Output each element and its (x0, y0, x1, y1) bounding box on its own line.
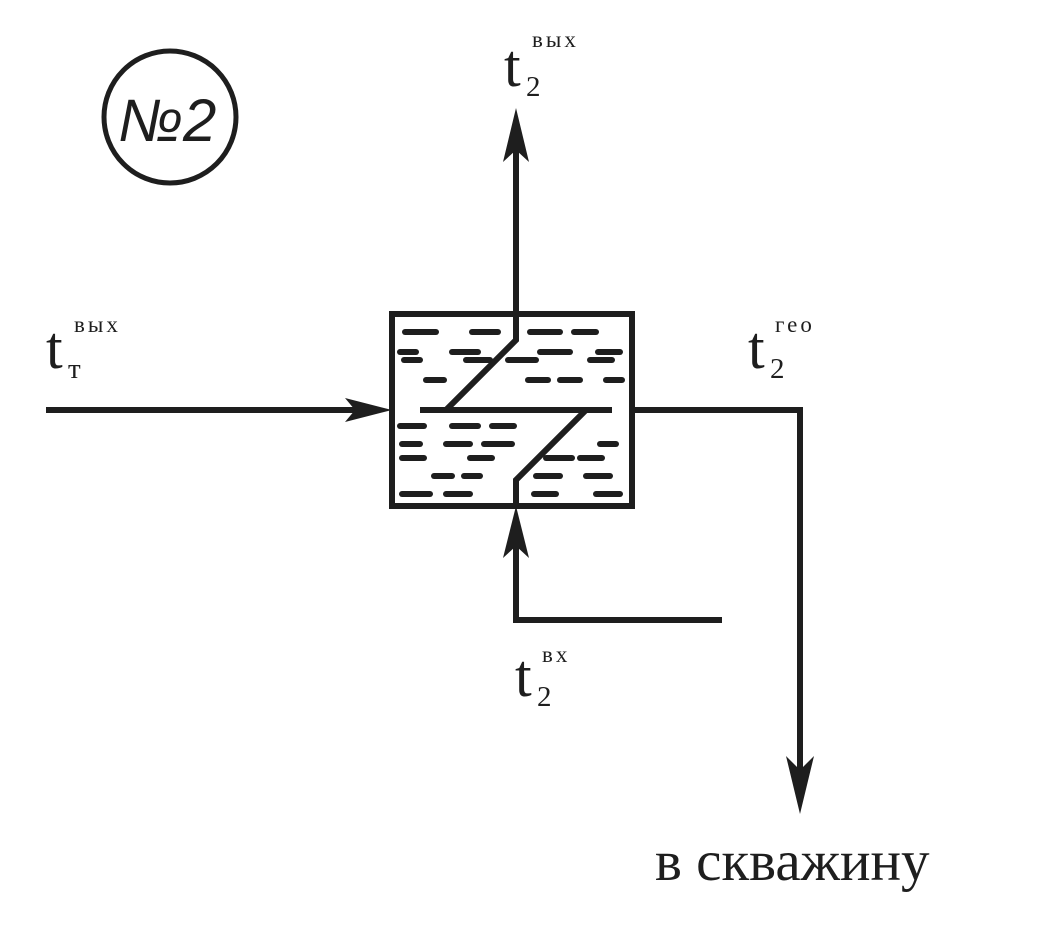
label-right: t 2 гео (748, 312, 815, 385)
scheme-number-badge: №2 (101, 48, 239, 186)
label-bottom-base: t (515, 643, 532, 709)
badge-label: №2 (118, 87, 216, 154)
liquid-fill-pattern (397, 329, 625, 497)
outlet-arrow-up (503, 108, 529, 162)
badge-circle (101, 48, 239, 186)
label-left-sup: вых (74, 312, 121, 337)
label-left-base: t (46, 315, 63, 381)
discharge-arrow-down (786, 756, 814, 814)
inlet-pipe-bottom (503, 506, 722, 623)
bottom-inlet-line (513, 520, 722, 623)
destination-note: в скважину (655, 830, 930, 893)
label-bottom-sup: вх (542, 642, 570, 667)
label-bottom-sub: 2 (537, 681, 552, 713)
discharge-line (632, 407, 803, 790)
label-right-base: t (748, 315, 765, 381)
label-top-base: t (504, 33, 521, 99)
label-top-sub: 2 (526, 71, 541, 103)
partition-upper (443, 316, 519, 413)
discharge-pipe-right (632, 407, 814, 814)
partition-lower (513, 407, 589, 504)
label-right-sup: гео (775, 312, 815, 337)
inlet-arrow-right (345, 398, 392, 422)
inlet-pipe-left (46, 398, 392, 422)
label-bottom: t 2 вх (515, 642, 570, 713)
label-top-sup: вых (532, 27, 579, 52)
label-left: t т вых (46, 312, 121, 385)
outlet-pipe-top (503, 108, 529, 316)
label-top: t 2 вых (504, 27, 579, 103)
label-right-sub: 2 (770, 353, 785, 385)
internal-partition (420, 316, 612, 504)
label-left-sub: т (68, 353, 81, 385)
bottom-arrow-up (503, 506, 529, 558)
